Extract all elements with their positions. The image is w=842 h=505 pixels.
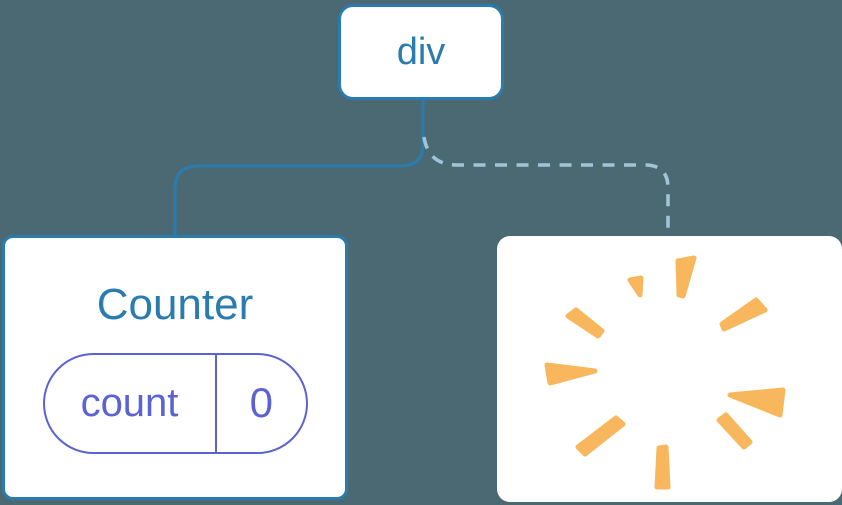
component-title: Counter — [96, 280, 254, 329]
poof-burst-icon — [544, 255, 786, 490]
poof-ray-upper-right — [719, 297, 768, 332]
poof-ray-right — [727, 387, 786, 418]
poof-ray-upper-left — [565, 307, 605, 339]
tree-node-removed — [497, 236, 842, 502]
poof-ray-lower-left — [575, 415, 626, 457]
edge-div-to-counter — [173, 98, 425, 238]
poof-ray-lower-right — [716, 412, 753, 450]
poof-ray-top — [675, 255, 697, 299]
state-value-label: 0 — [249, 379, 273, 427]
poof-ray-bottom — [654, 444, 671, 490]
pill-divider — [214, 354, 217, 452]
tree-node-counter: Counter count 0 — [2, 235, 348, 500]
div-node-label: div — [396, 30, 446, 73]
poof-ray-top-left-small — [627, 275, 644, 298]
edge-div-to-removed — [422, 136, 670, 237]
state-pill: count 0 — [42, 352, 308, 454]
poof-ray-left — [544, 362, 598, 386]
tree-node-div: div — [338, 4, 504, 100]
state-key-label: count — [80, 380, 179, 425]
